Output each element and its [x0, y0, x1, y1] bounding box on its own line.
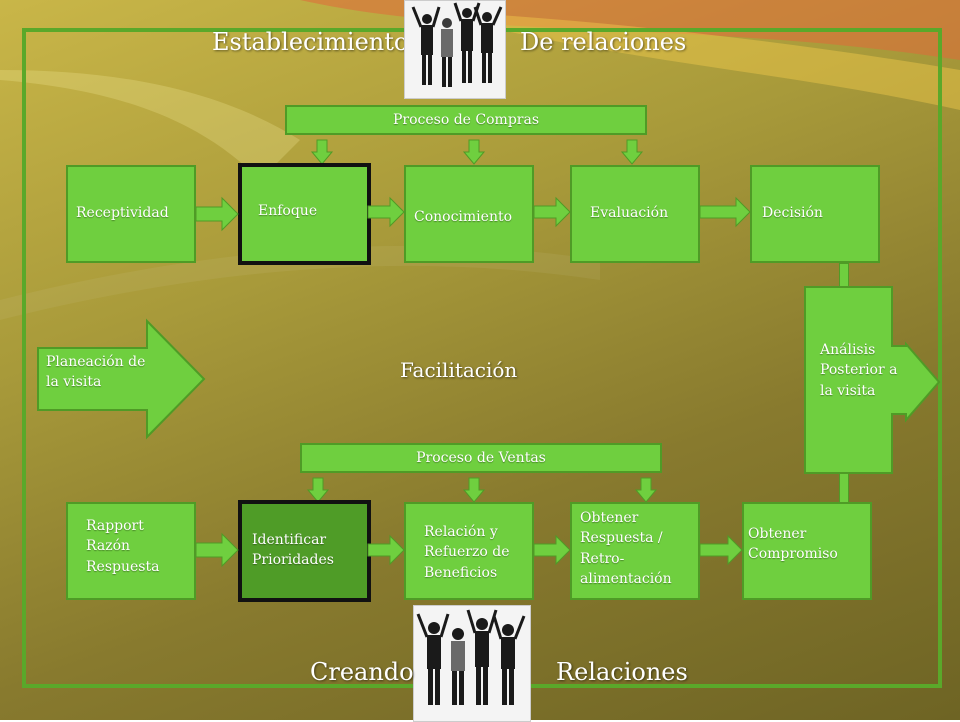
evaluacion-label: Evaluación	[590, 205, 669, 221]
obtener-respuesta-box: Obtener Respuesta / Retro- alimentación	[570, 502, 700, 600]
down-arrow-icon	[462, 477, 486, 503]
right-arrow-icon	[533, 534, 571, 566]
enfoque-box: Enfoque	[238, 163, 371, 265]
right-arrow-icon	[367, 196, 405, 228]
analysis-shape	[804, 286, 941, 474]
rapport-box: Rapport Razón Respuesta	[66, 502, 196, 600]
receptividad-box: Receptividad	[66, 165, 196, 263]
planning-arrow-shape	[37, 318, 206, 440]
relacion-box: Relación y Refuerzo de Beneficios	[404, 502, 534, 600]
header-title-left: Establecimiento	[212, 28, 409, 56]
enfoque-label: Enfoque	[258, 203, 318, 219]
down-arrow-icon	[306, 477, 330, 503]
connector-top	[839, 263, 849, 287]
conocimiento-box: Conocimiento	[404, 165, 534, 263]
obtener-respuesta-label: Obtener Respuesta / Retro- alimentación	[580, 510, 672, 587]
identificar-label: Identificar Prioridades	[252, 532, 334, 569]
obtener-compromiso-box: Obtener Compromiso	[742, 502, 872, 600]
down-arrow-icon	[310, 139, 334, 165]
facilitation-label: Facilitación	[400, 358, 518, 382]
down-arrow-icon	[462, 139, 486, 165]
celebrating-people-photo-top	[404, 0, 506, 99]
planning-label: Planeación de la visita	[46, 354, 146, 391]
header-title-right: De relaciones	[520, 28, 687, 56]
decision-box: Decisión	[750, 165, 880, 263]
identificar-box: Identificar Prioridades	[238, 500, 371, 602]
evaluacion-box: Evaluación	[570, 165, 700, 263]
celebrating-people-icon	[414, 606, 530, 721]
right-arrow-icon	[699, 196, 751, 228]
right-arrow-icon	[367, 534, 405, 566]
decision-label: Decisión	[762, 205, 823, 221]
analysis-label: Análisis Posterior a la visita	[820, 342, 898, 399]
right-arrow-icon	[699, 534, 743, 566]
celebrating-people-photo-bottom	[413, 605, 531, 722]
obtener-compromiso-label: Obtener Compromiso	[748, 526, 838, 563]
right-arrow-icon	[533, 196, 571, 228]
right-arrow-icon	[195, 196, 239, 232]
right-arrow-icon	[195, 532, 239, 568]
receptividad-label: Receptividad	[76, 205, 169, 221]
buying-process-bar: Proceso de Compras	[285, 105, 647, 135]
rapport-label: Rapport Razón Respuesta	[86, 518, 160, 575]
footer-title-right: Relaciones	[556, 658, 688, 686]
relacion-label: Relación y Refuerzo de Beneficios	[424, 524, 510, 581]
footer-title-left: Creando	[310, 658, 414, 686]
connector-bottom	[839, 473, 849, 503]
down-arrow-icon	[634, 477, 658, 503]
sales-process-bar: Proceso de Ventas	[300, 443, 662, 473]
down-arrow-icon	[620, 139, 644, 165]
celebrating-people-icon	[405, 1, 505, 98]
conocimiento-label: Conocimiento	[414, 209, 513, 225]
